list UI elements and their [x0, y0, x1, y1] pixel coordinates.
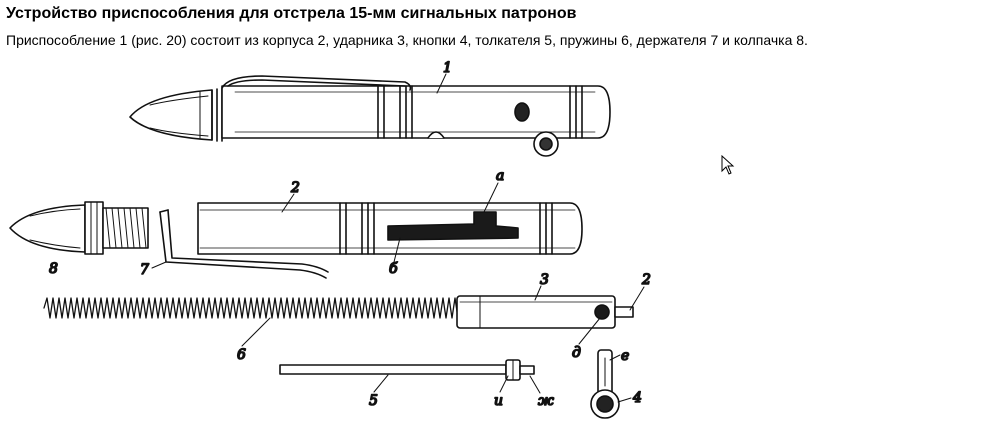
mouse-cursor-icon — [721, 155, 735, 175]
striker-drawing — [456, 295, 634, 329]
label-button-tip: е — [621, 348, 629, 364]
label-pusher-zh: ж — [538, 393, 554, 409]
label-striker-pin: 2 — [641, 272, 651, 288]
article-paragraph: Приспособление 1 (рис. 20) состоит из ко… — [6, 32, 808, 48]
pusher-drawing — [279, 359, 535, 381]
label-spring: 6 — [237, 347, 246, 363]
label-cap: 8 — [49, 261, 58, 277]
label-striker-hole: д — [572, 345, 581, 361]
body-drawing — [197, 202, 583, 255]
label-holder: 7 — [140, 262, 149, 278]
assembled-device-drawing — [129, 75, 611, 157]
label-body-slot-b: б — [389, 261, 398, 277]
device-illustration: 1 8 7 2 а б — [9, 59, 652, 419]
holder-drawing — [159, 209, 329, 279]
cap-drawing — [9, 201, 149, 255]
label-button: 4 — [632, 390, 642, 406]
label-striker: 3 — [540, 272, 549, 288]
label-device: 1 — [443, 60, 452, 76]
article-heading: Устройство приспособления для отстрела 1… — [6, 5, 577, 22]
label-pusher: 5 — [369, 393, 378, 409]
label-body-slot-a: а — [496, 168, 504, 184]
button-drawing — [590, 349, 620, 419]
label-pusher-i: и — [494, 393, 503, 409]
label-body: 2 — [290, 180, 300, 196]
